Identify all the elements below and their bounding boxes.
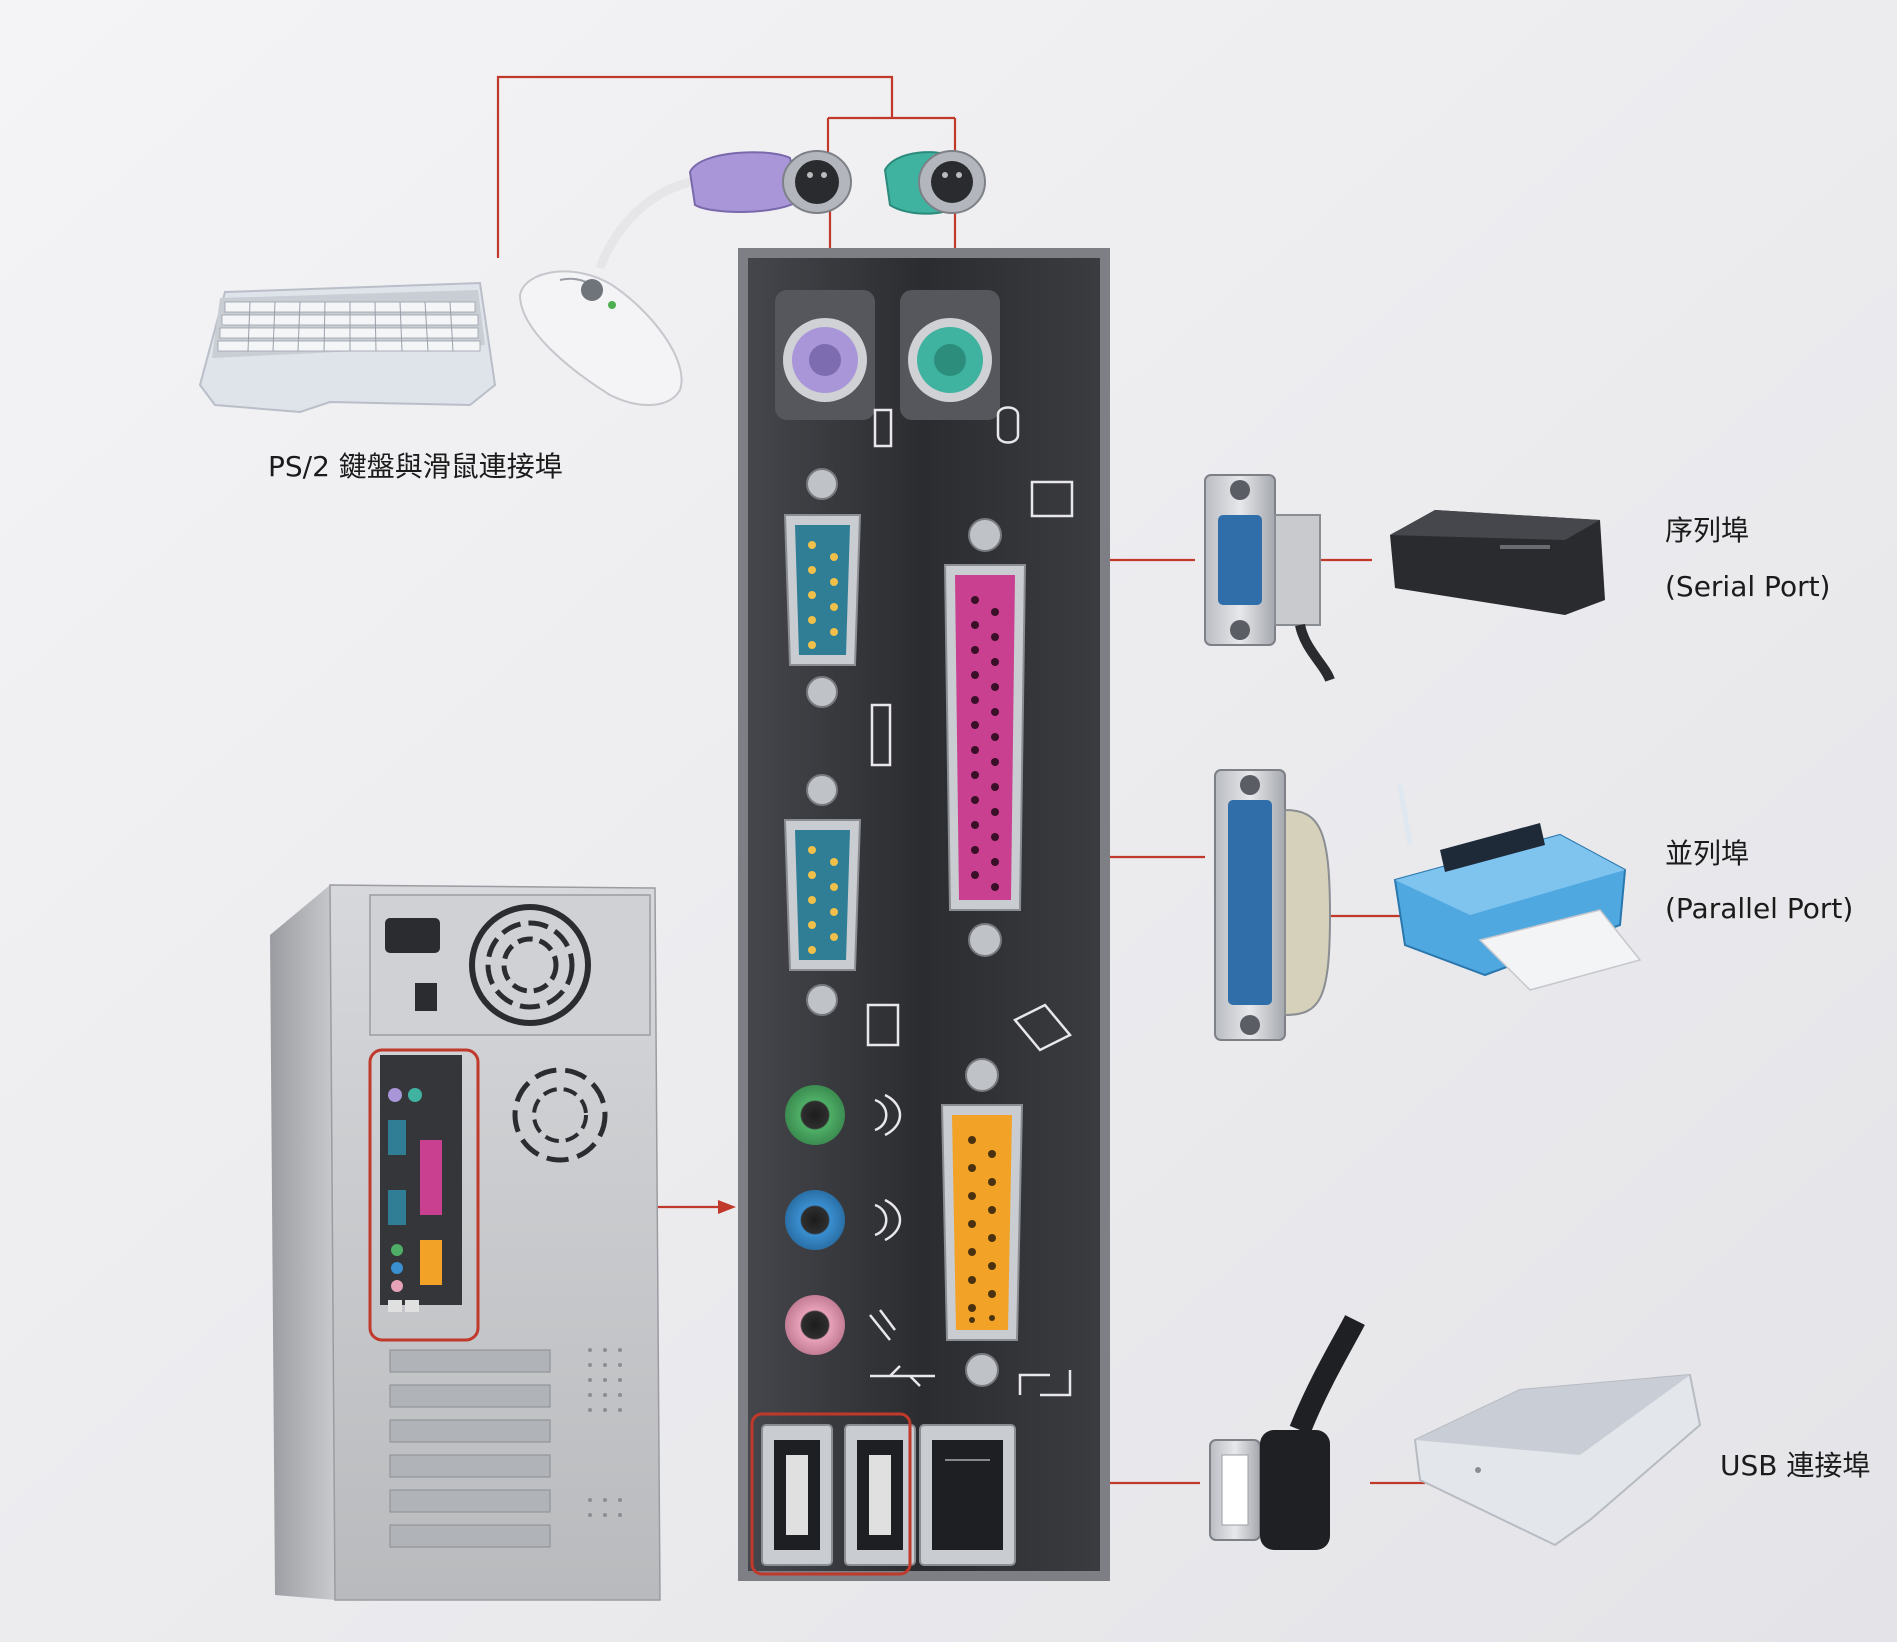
serial-label-en: (Serial Port) bbox=[1665, 570, 1831, 603]
parallel-plug bbox=[1214, 769, 1332, 1041]
printer-glyph-icon bbox=[1030, 480, 1074, 518]
serial-glyph-icon bbox=[870, 703, 892, 767]
serial-label-zh: 序列埠 bbox=[1665, 514, 1750, 547]
modem-icon bbox=[1390, 510, 1605, 615]
serial-plug bbox=[1204, 474, 1335, 682]
power-supply bbox=[369, 894, 651, 1036]
mouse-icon bbox=[518, 175, 701, 406]
network-port bbox=[919, 1424, 1016, 1566]
mic-glyph-icon bbox=[869, 1309, 896, 1341]
network-glyph-icon bbox=[1018, 1370, 1072, 1397]
printer-icon bbox=[1393, 784, 1642, 991]
callout-ps2-peripherals bbox=[496, 75, 894, 258]
usb-port-2 bbox=[844, 1424, 916, 1566]
audio-glyphs bbox=[869, 1093, 902, 1341]
usb-label: USB 連接埠 bbox=[1720, 1449, 1871, 1482]
ps2-label: PS/2 鍵盤與滑鼠連接埠 bbox=[268, 450, 563, 483]
ps2-keyboard-port bbox=[775, 290, 875, 420]
computer-tower-icon bbox=[270, 884, 661, 1601]
ps2-keyboard-plug bbox=[688, 150, 852, 214]
serial-port-2 bbox=[783, 774, 862, 1016]
usb-highlight-box bbox=[750, 1412, 912, 1576]
usb-glyph-icon bbox=[870, 1365, 935, 1387]
audio-jack-line-out bbox=[785, 1190, 845, 1250]
ps2-mouse-plug bbox=[883, 150, 986, 215]
ps2-mouse-port bbox=[900, 290, 1000, 420]
arrow-head bbox=[718, 1200, 736, 1214]
audio-jack-mic bbox=[785, 1295, 845, 1355]
line-in-glyph-icon bbox=[874, 1093, 902, 1137]
parallel-label-en: (Parallel Port) bbox=[1665, 892, 1854, 925]
audio-jack-line-in bbox=[785, 1085, 845, 1145]
parallel-label-zh: 並列埠 bbox=[1665, 837, 1750, 870]
scanner-icon bbox=[1413, 1373, 1702, 1547]
usb-port-1 bbox=[761, 1424, 833, 1566]
serial-port-1 bbox=[783, 468, 862, 708]
keyboard-glyph-icon bbox=[873, 408, 893, 448]
monitor-glyph-icon bbox=[866, 1003, 900, 1047]
joystick-glyph-icon bbox=[1013, 1003, 1072, 1052]
panel-port-glyphs bbox=[866, 406, 1074, 1397]
io-panel bbox=[738, 248, 1110, 1581]
io-highlight-box bbox=[368, 1048, 480, 1342]
game-port bbox=[940, 1058, 1024, 1387]
parallel-port bbox=[943, 518, 1027, 957]
keyboard-icon bbox=[198, 281, 497, 414]
mouse-glyph-icon bbox=[996, 406, 1020, 444]
usb-plug bbox=[1209, 1315, 1365, 1550]
line-out-glyph-icon bbox=[874, 1198, 902, 1242]
